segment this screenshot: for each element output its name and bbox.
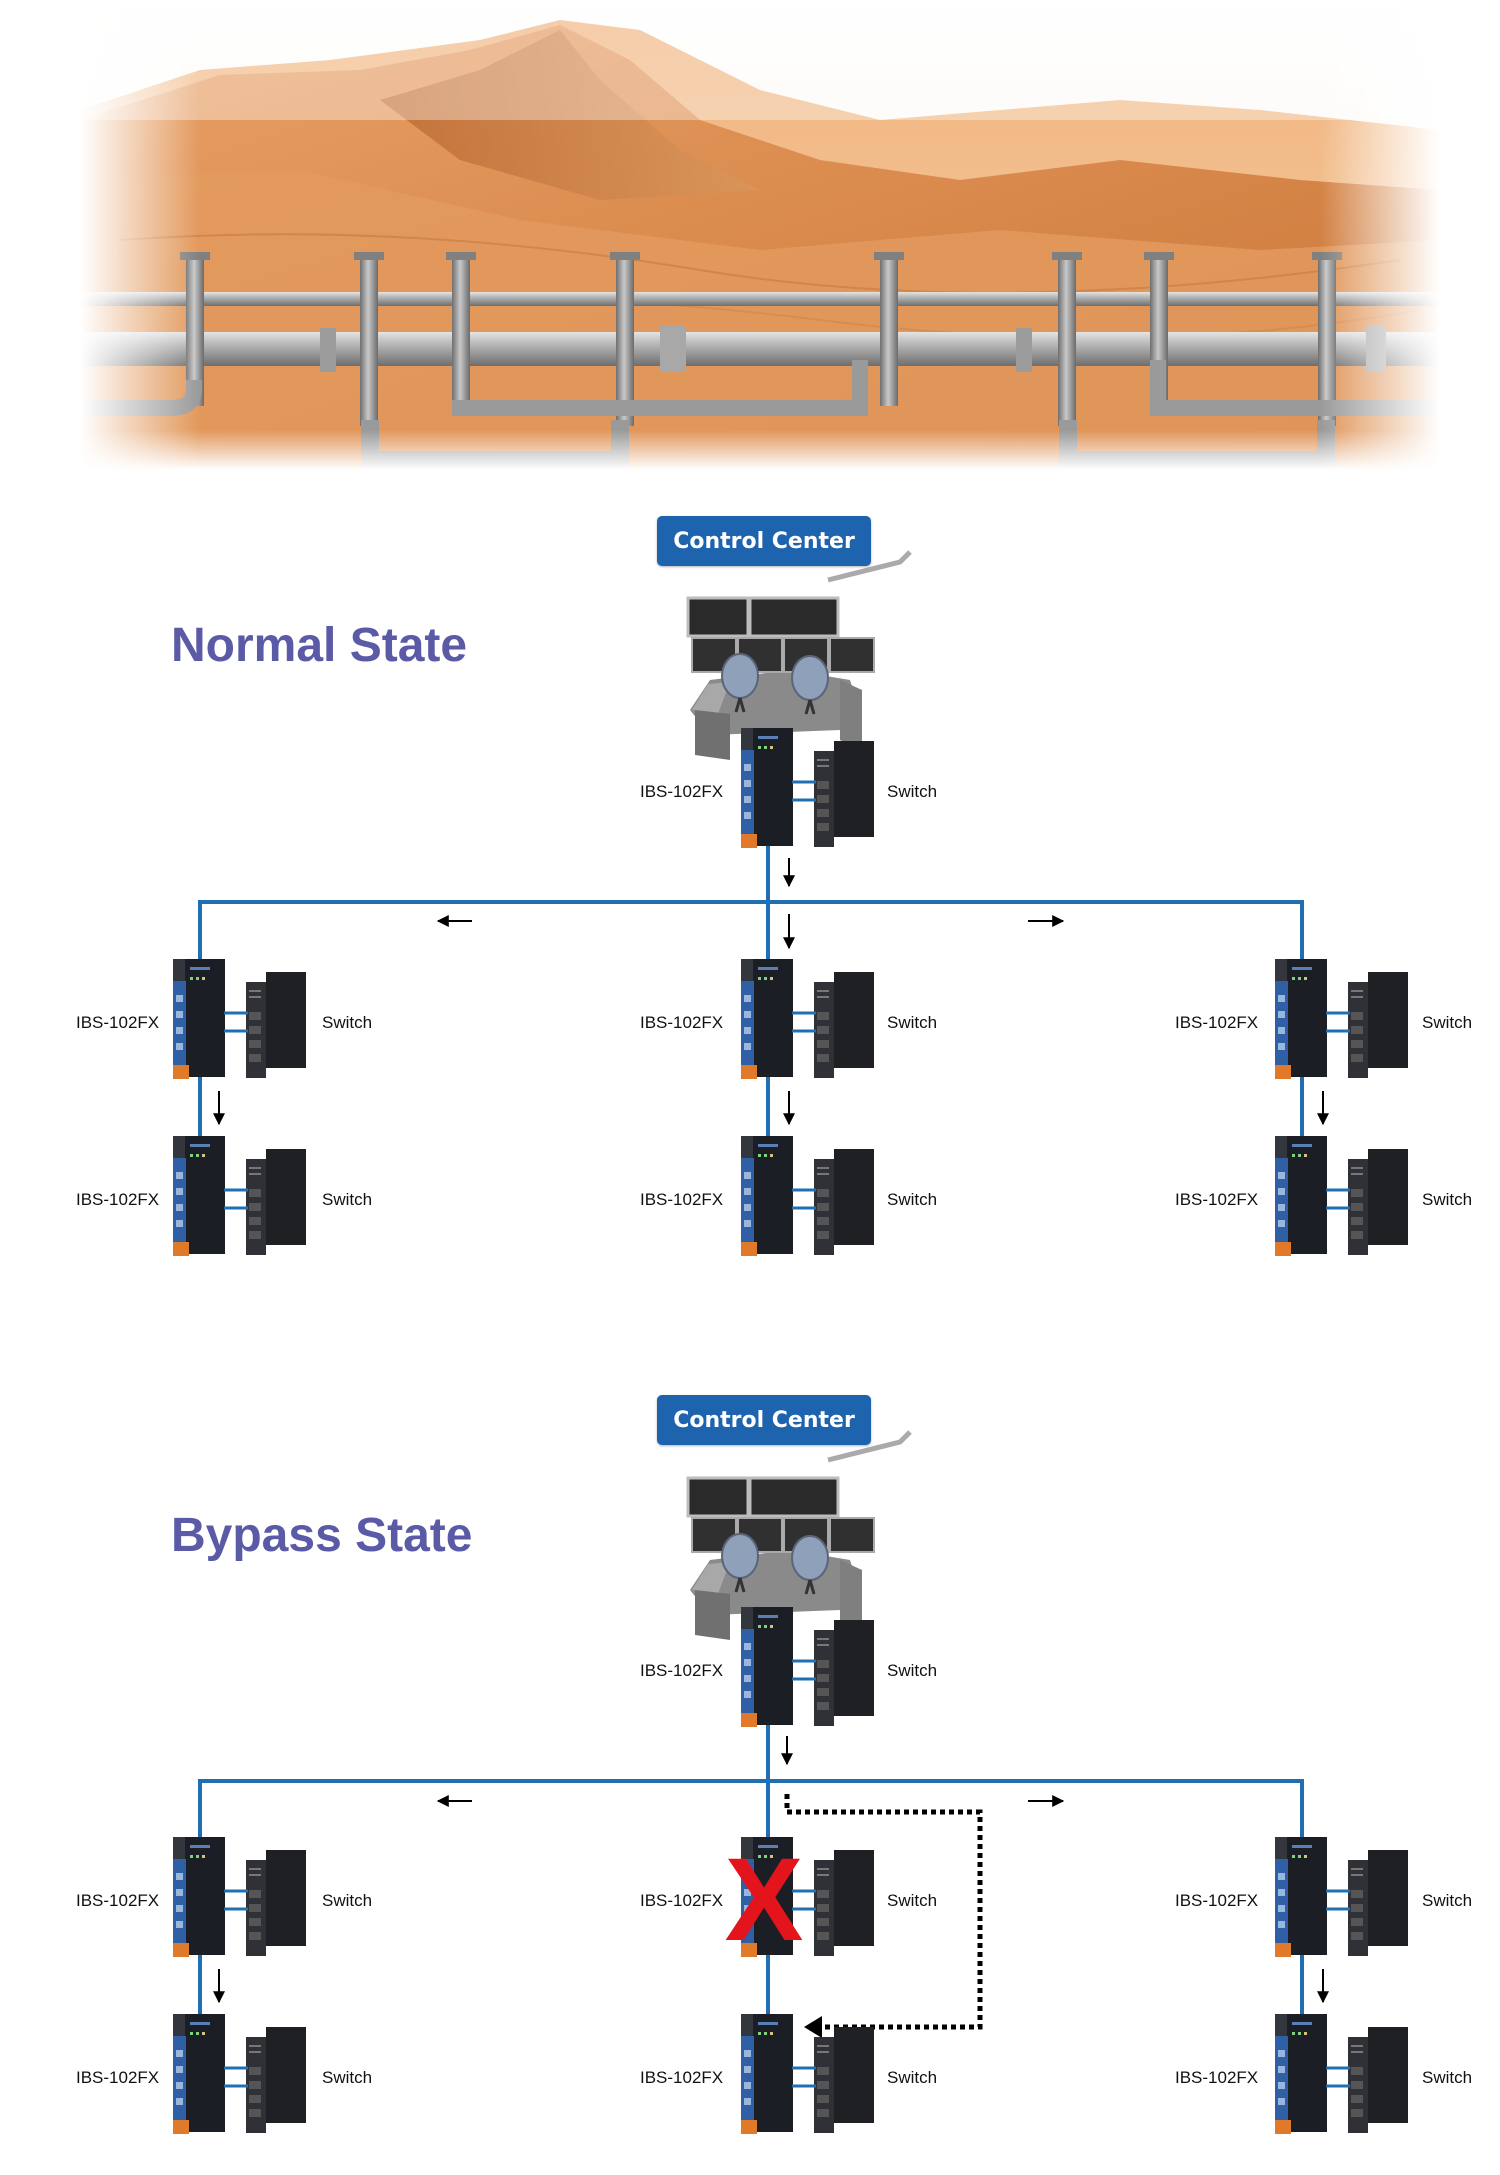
- switch-label: Switch: [1422, 2068, 1472, 2087]
- control-center-badge: Control Center: [657, 1395, 871, 1445]
- bypass-node-center-1-failed: IBS-102FX Switch X: [640, 1834, 937, 1966]
- device-label: IBS-102FX: [640, 782, 723, 801]
- ethernet-switch-icon: [246, 2027, 306, 2133]
- device-label: IBS-102FX: [76, 1891, 159, 1910]
- ibs-102fx-device-icon: [741, 2014, 793, 2134]
- ibs-102fx-device-icon: [741, 1136, 793, 1256]
- bypass-state-diagram: IBS-102FX Switch IBS-102FX Switch IBS-10…: [76, 1432, 1472, 2134]
- normal-state-diagram: IBS-102FX Switch IBS-102FX Switch IBS-10…: [76, 552, 1472, 1256]
- normal-node-center-1: IBS-102FX Switch: [640, 959, 937, 1079]
- switch-label: Switch: [887, 1013, 937, 1032]
- bypass-node-left-2: IBS-102FX Switch: [76, 2014, 372, 2134]
- device-label: IBS-102FX: [640, 2068, 723, 2087]
- device-label: IBS-102FX: [1175, 1013, 1258, 1032]
- bypass-node-top: IBS-102FX Switch: [640, 1607, 937, 1727]
- normal-node-center-2: IBS-102FX Switch: [640, 1136, 937, 1256]
- ibs-102fx-device-icon: [741, 728, 793, 848]
- ethernet-switch-icon: [1348, 972, 1408, 1078]
- bypass-control-center: [688, 1432, 910, 1640]
- normal-node-right-2: IBS-102FX Switch: [1175, 1136, 1472, 1256]
- ethernet-switch-icon: [1348, 2027, 1408, 2133]
- switch-label: Switch: [322, 1891, 372, 1910]
- device-label: IBS-102FX: [1175, 1190, 1258, 1209]
- device-label: IBS-102FX: [640, 1661, 723, 1680]
- ibs-102fx-device-icon: [741, 959, 793, 1079]
- ethernet-switch-icon: [246, 1850, 306, 1956]
- ibs-102fx-device-icon: [1275, 959, 1327, 1079]
- device-label: IBS-102FX: [640, 1190, 723, 1209]
- ibs-102fx-device-icon: [173, 1837, 225, 1957]
- normal-node-left-1: IBS-102FX Switch: [76, 959, 372, 1079]
- desert-pipeline-image: [80, 0, 1440, 470]
- ethernet-switch-icon: [1348, 1149, 1408, 1255]
- switch-label: Switch: [1422, 1190, 1472, 1209]
- normal-control-center: [688, 552, 910, 760]
- switch-label: Switch: [887, 782, 937, 801]
- normal-node-right-1: IBS-102FX Switch: [1175, 959, 1472, 1079]
- switch-label: Switch: [887, 1891, 937, 1910]
- ibs-102fx-device-icon: [173, 1136, 225, 1256]
- switch-label: Switch: [887, 2068, 937, 2087]
- ibs-102fx-device-icon: [173, 959, 225, 1079]
- ethernet-switch-icon: [814, 972, 874, 1078]
- switch-label: Switch: [887, 1190, 937, 1209]
- device-label: IBS-102FX: [76, 1190, 159, 1209]
- switch-label: Switch: [1422, 1013, 1472, 1032]
- device-label: IBS-102FX: [640, 1891, 723, 1910]
- ethernet-switch-icon: [1348, 1850, 1408, 1956]
- device-label: IBS-102FX: [640, 1013, 723, 1032]
- ibs-102fx-device-icon: [741, 1607, 793, 1727]
- ethernet-switch-icon: [814, 1850, 874, 1956]
- bypass-node-right-1: IBS-102FX Switch: [1175, 1837, 1472, 1957]
- normal-flow-arrows: [213, 858, 1329, 1126]
- normal-node-left-2: IBS-102FX Switch: [76, 1136, 372, 1256]
- switch-label: Switch: [322, 1013, 372, 1032]
- failure-x-icon: X: [725, 1834, 804, 1966]
- ethernet-switch-icon: [814, 741, 874, 847]
- ethernet-switch-icon: [246, 972, 306, 1078]
- ibs-102fx-device-icon: [173, 2014, 225, 2134]
- ethernet-switch-icon: [814, 1149, 874, 1255]
- bypass-node-right-2: IBS-102FX Switch: [1175, 2014, 1472, 2134]
- bypass-node-left-1: IBS-102FX Switch: [76, 1837, 372, 1957]
- ibs-102fx-device-icon: [1275, 1136, 1327, 1256]
- bypass-node-center-2: IBS-102FX Switch: [640, 2014, 937, 2134]
- control-center-badge: Control Center: [657, 516, 871, 566]
- device-label: IBS-102FX: [76, 2068, 159, 2087]
- device-label: IBS-102FX: [76, 1013, 159, 1032]
- bypass-route-dashed: [784, 1794, 983, 2038]
- normal-node-top: IBS-102FX Switch: [640, 728, 937, 848]
- ibs-102fx-device-icon: [1275, 1837, 1327, 1957]
- switch-label: Switch: [1422, 1891, 1472, 1910]
- device-label: IBS-102FX: [1175, 1891, 1258, 1910]
- ethernet-switch-icon: [814, 1620, 874, 1726]
- device-label: IBS-102FX: [1175, 2068, 1258, 2087]
- bypass-state-title: Bypass State: [171, 1509, 473, 1562]
- normal-state-title: Normal State: [171, 619, 468, 672]
- switch-label: Switch: [887, 1661, 937, 1680]
- bypass-flow-arrows: [213, 1736, 1329, 2004]
- switch-label: Switch: [322, 1190, 372, 1209]
- ibs-102fx-device-icon: [1275, 2014, 1327, 2134]
- ethernet-switch-icon: [246, 1149, 306, 1255]
- ethernet-switch-icon: [814, 2027, 874, 2133]
- switch-label: Switch: [322, 2068, 372, 2087]
